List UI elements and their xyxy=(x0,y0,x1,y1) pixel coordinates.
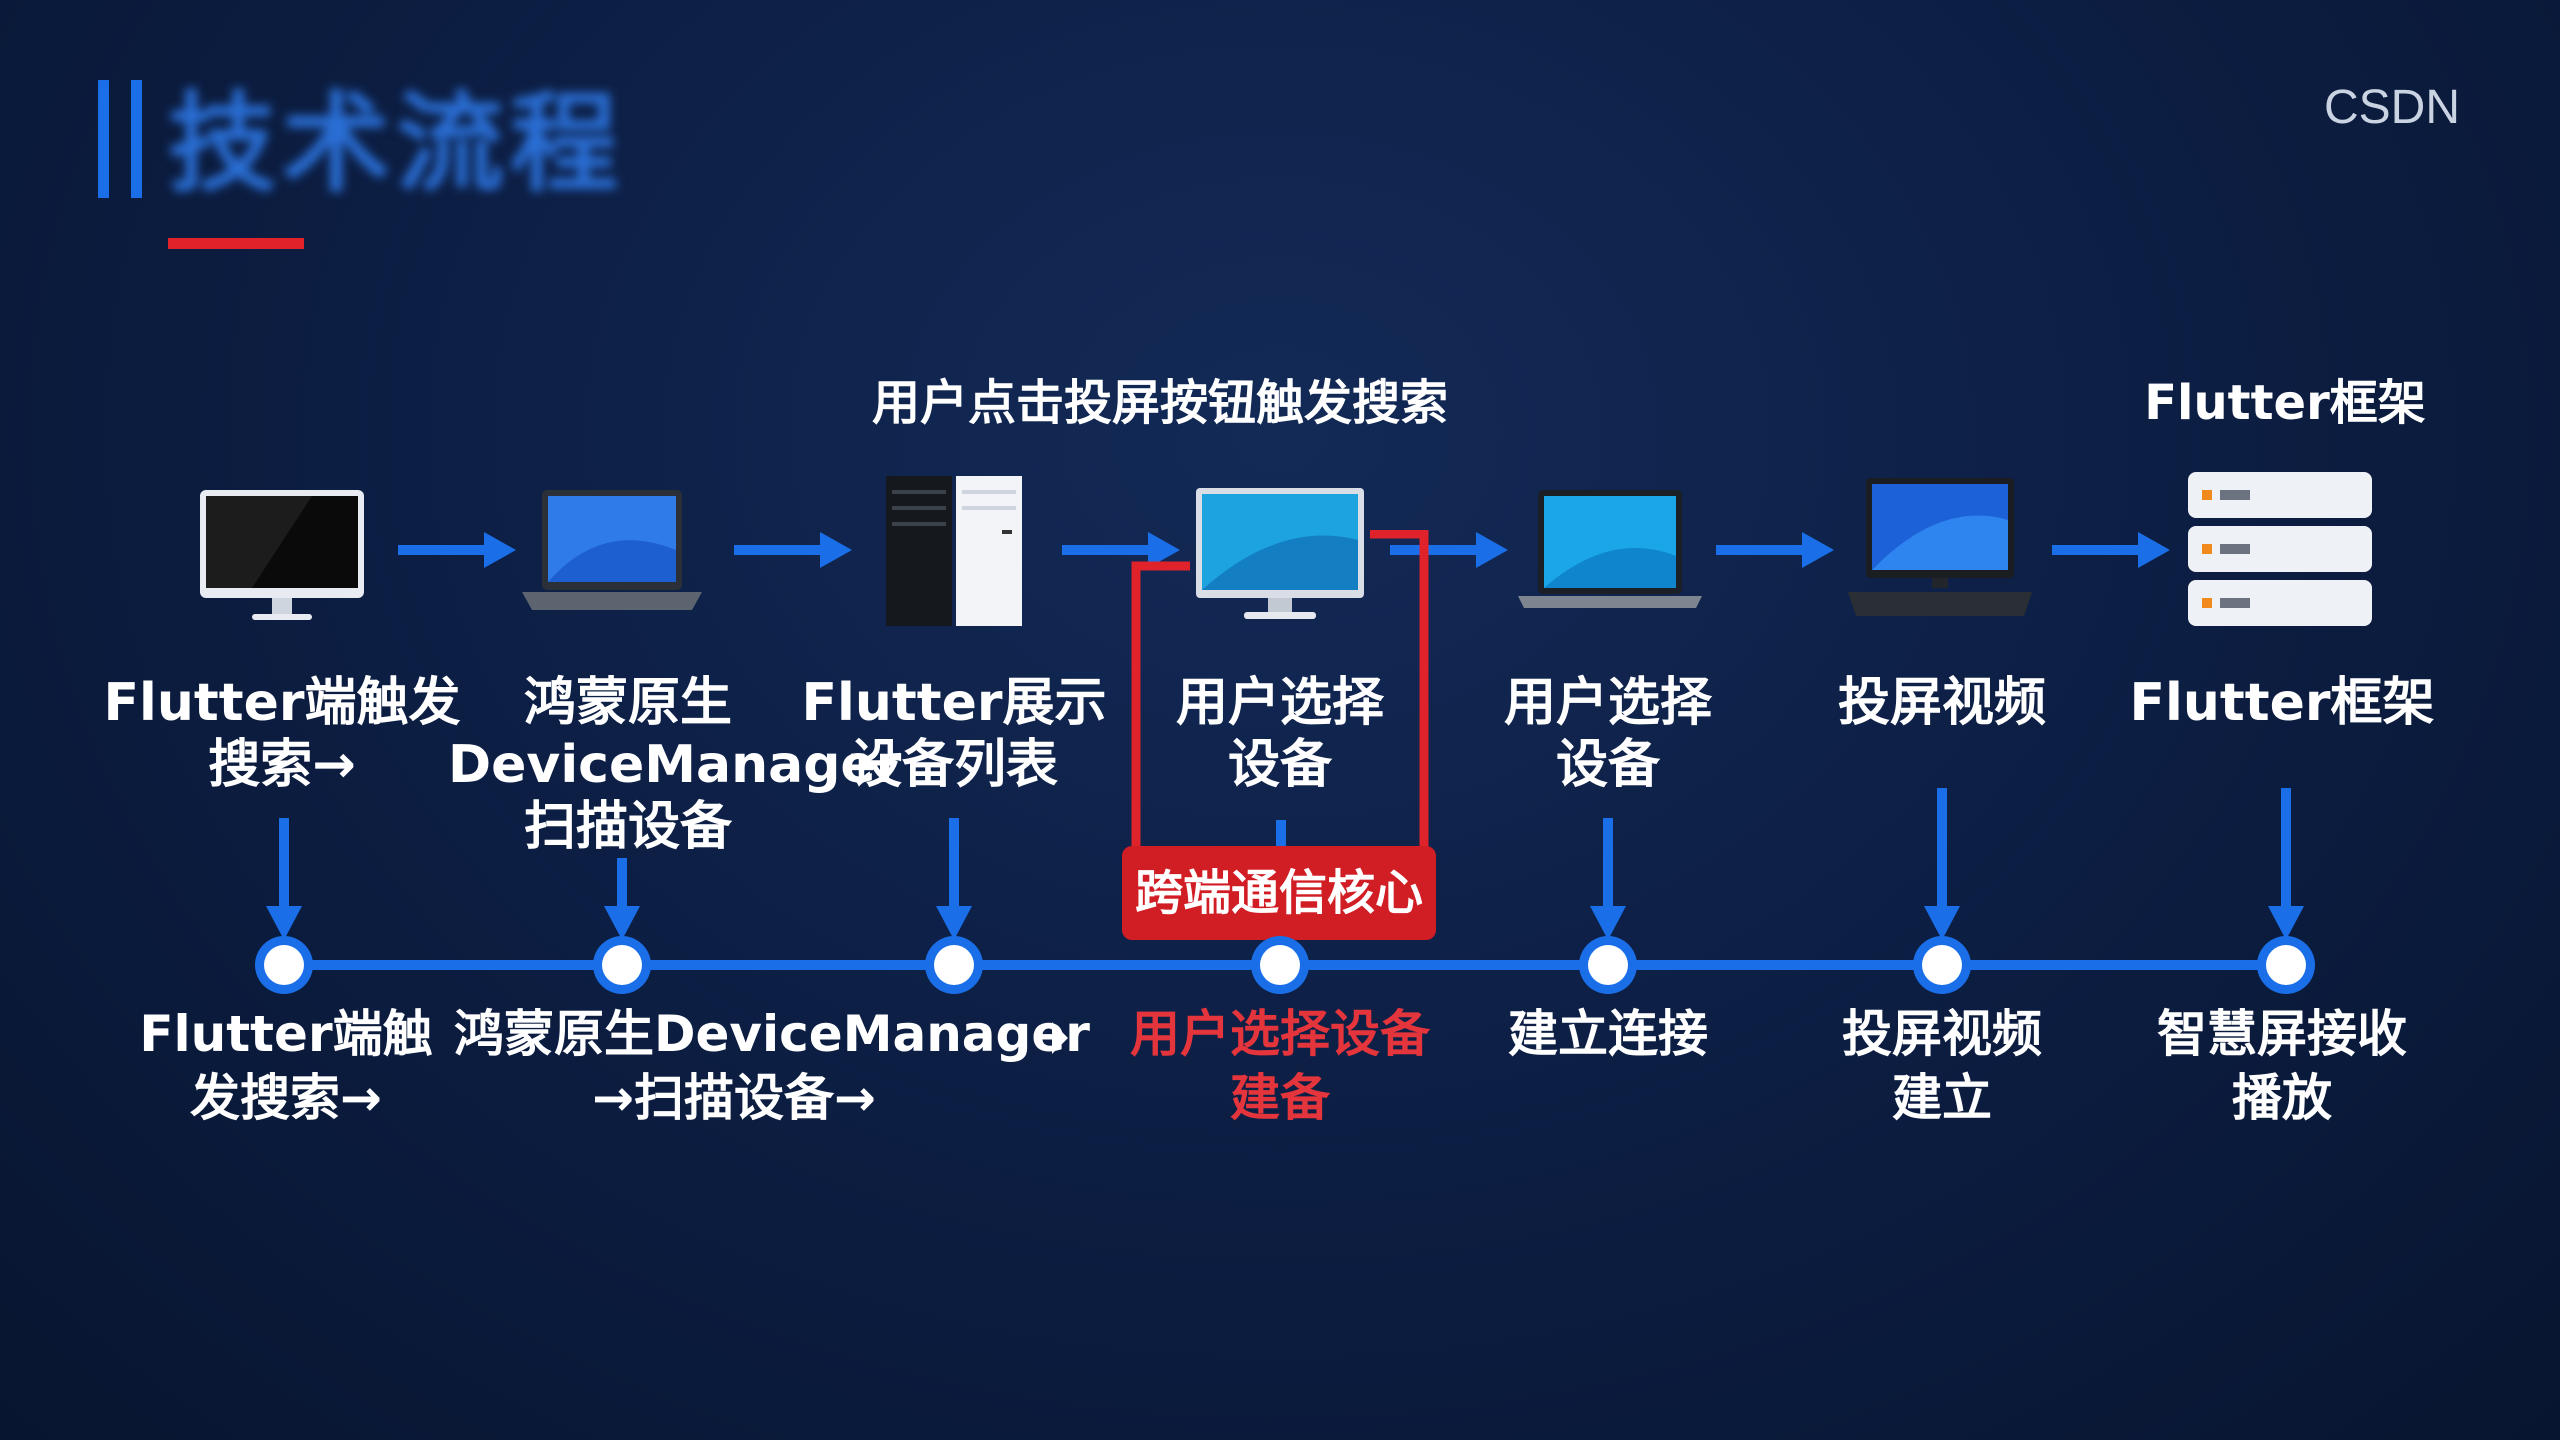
laptop-icon xyxy=(512,460,712,640)
step-label-7: Flutter框架 xyxy=(2129,673,2435,733)
imac-icon xyxy=(182,460,382,640)
timeline-label-6: 智慧屏接收播放 xyxy=(2157,1005,2407,1127)
highlight-frame xyxy=(1130,530,1430,850)
timeline-node xyxy=(1922,945,1962,985)
down-arrow-icon xyxy=(1588,818,1628,940)
step-label-4: 用户选择设备 xyxy=(1175,673,1384,795)
step-label-5: 用户选择设备 xyxy=(1503,673,1712,795)
timeline-label-5: 投屏视频建立 xyxy=(1842,1005,2042,1127)
caption-trigger: 用户点击投屏按钮触发搜索 xyxy=(871,375,1448,431)
monitor-icon xyxy=(1180,460,1380,640)
timeline-node xyxy=(2266,945,2306,985)
timeline-label-1: Flutter端触发搜索→ xyxy=(139,1005,433,1127)
step-label-3: Flutter展示设备列表 xyxy=(801,673,1107,795)
step-label-1: Flutter端触发搜索→ xyxy=(103,673,461,795)
page-title: 技术流程 xyxy=(168,82,625,207)
timeline-label-4: 建立连接 xyxy=(1508,1005,1708,1063)
flow-arrow-icon xyxy=(1390,530,1510,570)
down-arrow-icon xyxy=(1922,788,1962,940)
down-arrow-icon xyxy=(264,818,304,940)
flow-arrow-icon xyxy=(2052,530,2172,570)
flow-arrow-icon xyxy=(1062,530,1182,570)
core-badge: 跨端通信核心 xyxy=(1122,846,1436,940)
down-arrow-icon xyxy=(2266,788,2306,940)
timeline-node xyxy=(1260,945,1300,985)
csdn-logo: CSDN xyxy=(2323,81,2460,134)
timeline-node xyxy=(602,945,642,985)
down-arrow-icon xyxy=(934,818,974,940)
caret-right-icon xyxy=(1050,1018,1070,1058)
timeline-label-3: 用户选择设备建备 xyxy=(1130,1005,1430,1127)
timeline-node xyxy=(934,945,974,985)
tower-pc-icon xyxy=(852,460,1052,640)
flow-arrow-icon xyxy=(734,530,854,570)
caption-framework: Flutter框架 xyxy=(2144,375,2426,431)
timeline-node xyxy=(264,945,304,985)
timeline-label-2: 鸿蒙原生DeviceManager→扫描设备→ xyxy=(454,1005,1090,1127)
desktop-keyboard-icon xyxy=(1840,460,2040,640)
down-arrow-icon xyxy=(602,858,642,940)
timeline-node xyxy=(1588,945,1628,985)
step-label-6: 投屏视频 xyxy=(1837,673,2046,733)
title-accent-bars xyxy=(98,80,142,198)
laptop-icon xyxy=(1510,460,1710,640)
title-underline xyxy=(168,238,304,249)
flow-arrow-icon xyxy=(398,530,518,570)
flow-arrow-icon xyxy=(1716,530,1836,570)
server-rack-icon xyxy=(2180,460,2380,640)
